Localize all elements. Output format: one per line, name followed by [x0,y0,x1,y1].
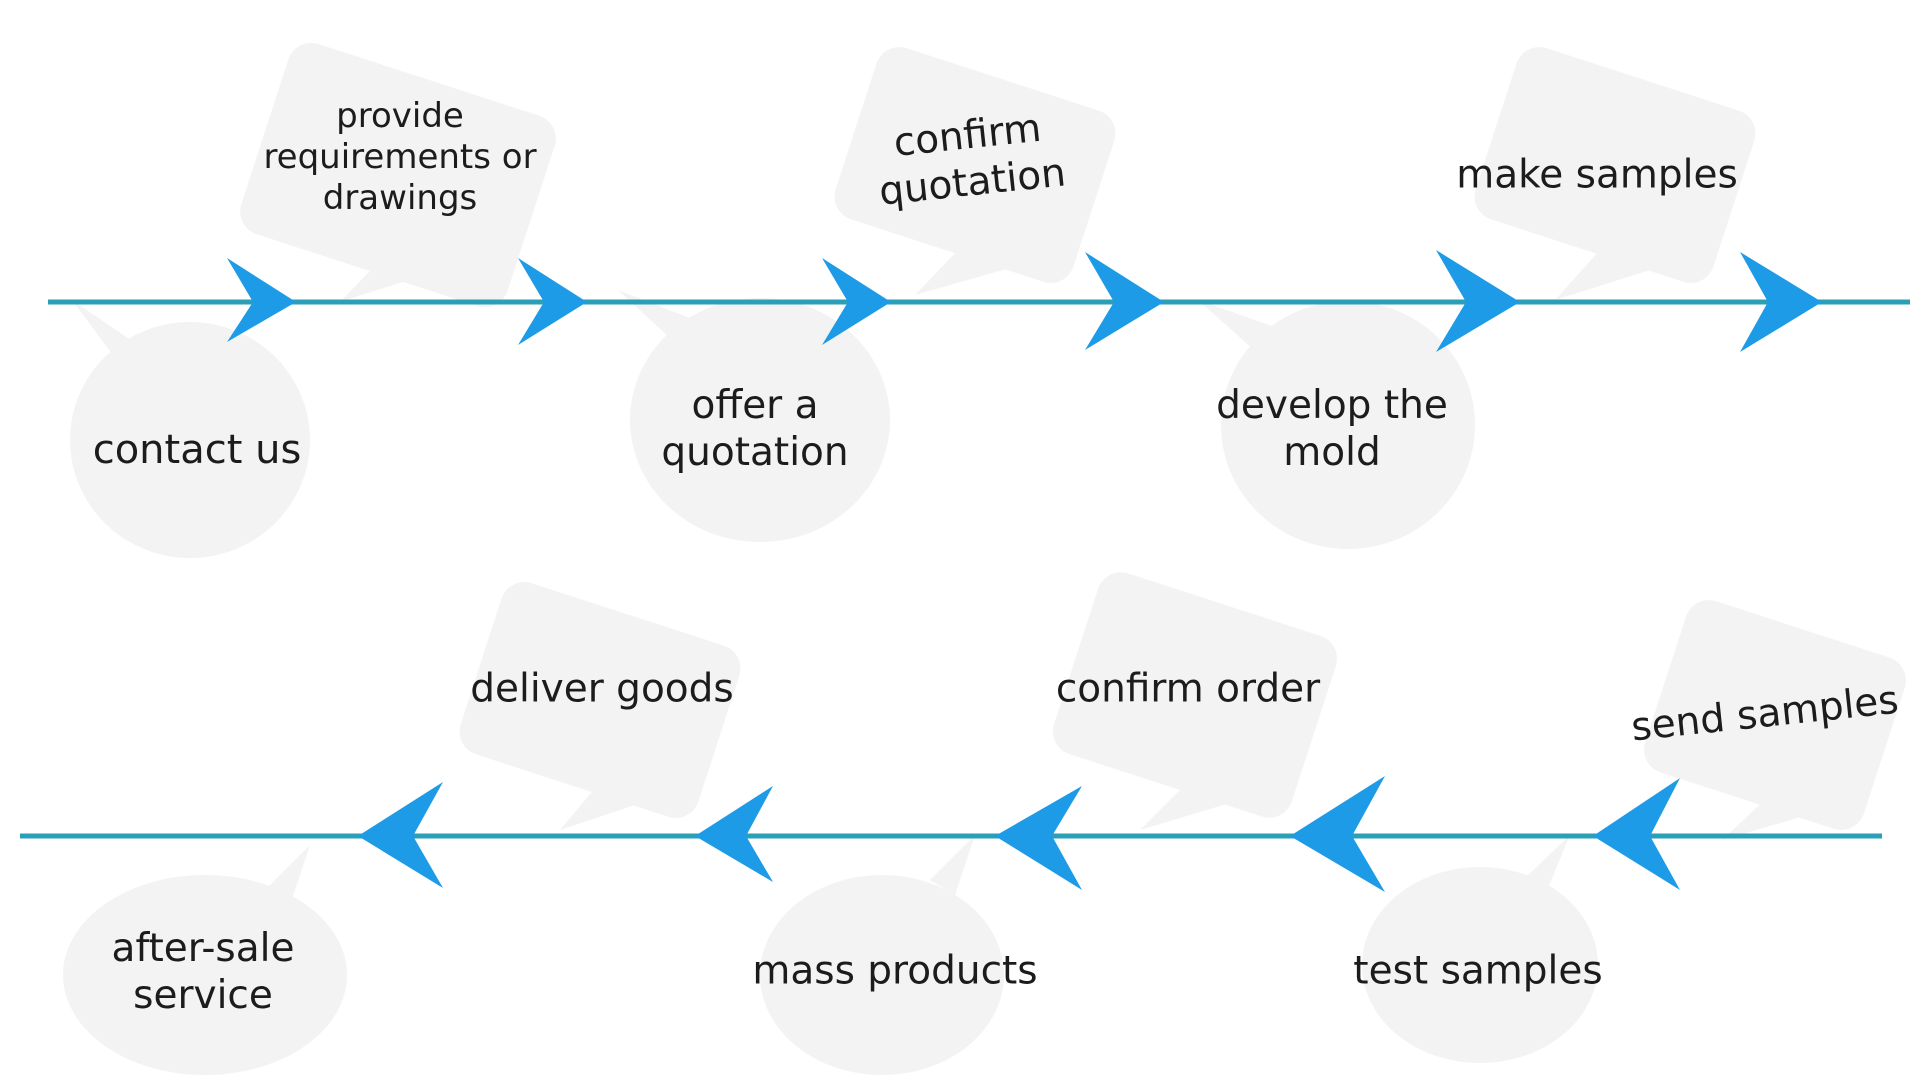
bubble-develop-mold [1198,300,1475,549]
arrow-left-icon [995,786,1082,890]
bubble-send-samples [1644,600,1906,840]
arrow-right-icon [1085,252,1164,350]
bubble-after-sale-service [63,845,347,1075]
step-deliver-goods: deliver goods [470,666,734,712]
step-confirm-order: confirm order [1055,666,1321,712]
step-contact-us: contact us [92,427,302,473]
step-offer-quotation: offer a quotation [661,383,849,475]
arrow-left-icon [358,782,443,888]
bubble-test-samples [1362,835,1598,1063]
bubble-confirm-quotation [834,47,1116,295]
step-after-sale-service: after-sale service [111,926,295,1018]
bubble-mass-products [760,835,1004,1075]
step-test-samples: test samples [1353,948,1603,994]
step-confirm-quotation: confirm quotation [876,105,1068,215]
arrow-left-icon [1290,776,1385,892]
arrow-right-icon [822,258,891,345]
bubble-deliver-goods [459,582,741,830]
step-develop-mold: develop the mold [1216,383,1448,475]
bubble-contact-us [70,300,310,558]
arrow-left-icon [1593,778,1680,890]
bubble-provide-requirements [240,42,556,308]
arrow-right-icon [1436,250,1520,352]
bubble-confirm-order [1053,572,1337,830]
arrow-right-icon [1740,252,1822,352]
arrow-right-icon [227,258,296,342]
arrow-right-icon [518,258,587,345]
arrow-left-icon [695,786,773,882]
bubble-make-samples [1474,47,1756,300]
step-mass-products: mass products [752,948,1038,994]
step-provide-requirements: provide requirements or drawings [263,95,537,218]
step-make-samples: make samples [1456,152,1738,198]
